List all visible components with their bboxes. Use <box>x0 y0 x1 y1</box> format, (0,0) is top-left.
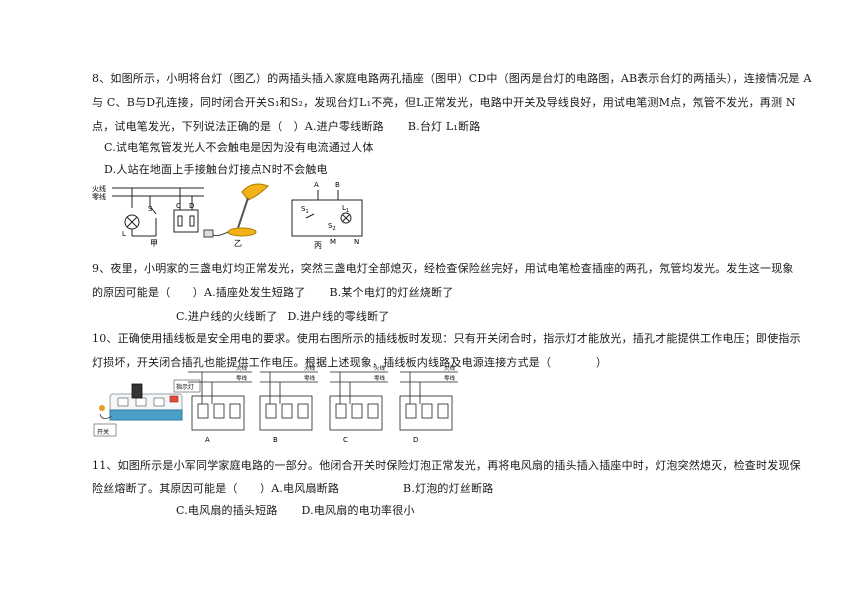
label-neutral-c: 零线 <box>374 374 386 382</box>
label-live: 火线 <box>92 184 106 193</box>
label-m: M <box>330 238 336 246</box>
label-n: N <box>354 238 359 246</box>
q10-stem-line2: 灯损坏，开关闭合插孔也能提供工作电压。根据上述现象，插线板内线路及电源连接方式是… <box>92 356 608 369</box>
label-l1: L1 <box>342 204 349 214</box>
label-live-a: 火线 <box>236 364 248 372</box>
label-switch-s: S <box>148 205 153 213</box>
label-d: D <box>189 202 194 210</box>
label-b: B <box>335 181 340 189</box>
q8-stem-line1: 8、如图所示，小明将台灯（图乙）的两插头插入家庭电路两孔插座（图甲）CD中（图丙… <box>92 72 812 85</box>
option-circuits <box>191 372 453 431</box>
label-neutral-b: 零线 <box>304 374 316 382</box>
q10-stem-line1: 10、正确使用插线板是安全用电的要求。使用右图所示的插线板时发现：只有开关闭合时… <box>92 332 801 345</box>
label-live-d: 火线 <box>444 364 456 372</box>
mains-lines <box>188 371 458 383</box>
q8-option-b: B.台灯 L₁断路 <box>407 120 481 133</box>
q11-option-c: C.电风扇的插头短路 <box>176 504 278 517</box>
label-a: A <box>314 181 319 189</box>
label-yi: 乙 <box>234 239 242 248</box>
q9-stem-line2: 的原因可能是（ ）A.插座处发生短路了 B.某个电灯的灯丝烧断了 <box>92 286 453 300</box>
q11-stem-line2: 险丝熔断了。其原因可能是（ ）A.电风扇断路 B.灯泡的灯丝断路 <box>92 482 493 496</box>
q11-option-a: 险丝熔断了。其原因可能是（ ）A.电风扇断路 <box>92 482 340 495</box>
label-live-b: 火线 <box>304 364 316 372</box>
label-indicator: 指示灯 <box>176 383 194 391</box>
q11-stem-line1: 11、如图所示是小军同学家庭电路的一部分。他闭合开关时保险灯泡正常发光，再将电风… <box>92 459 801 472</box>
q8-option-d: D.人站在地面上手接触台灯接点N时不会触电 <box>104 163 328 176</box>
option-label-c: C <box>343 436 348 444</box>
label-bing: 丙 <box>314 241 322 250</box>
q8-option-c: C.试电笔氖管发光人不会触电是因为没有电流通过人体 <box>104 141 374 154</box>
label-jia: 甲 <box>150 239 158 248</box>
figure-jia-circuit <box>112 187 204 237</box>
figure-bing-schematic <box>291 190 363 237</box>
q8-option-a: 点，试电笔发光，下列说法正确的是（ ）A.进户零线断路 <box>92 120 384 133</box>
q11-options-cd: C.电风扇的插头短路 D.电风扇的电功率很小 <box>176 504 415 518</box>
q8-stem-line2: 与 C、B与D孔连接，同时闭合开关S₁和S₂，发现台灯L₁不亮，但L正常发光，电… <box>92 96 796 109</box>
option-label-a: A <box>205 436 210 444</box>
label-s1: S1 <box>301 205 309 215</box>
q9-option-b: B.某个电灯的灯丝烧断了 <box>329 286 454 299</box>
option-label-d: D <box>413 436 418 444</box>
label-s2: S2 <box>328 222 336 232</box>
option-label-b: B <box>273 436 278 444</box>
label-l: L <box>122 230 126 238</box>
label-neutral-a: 零线 <box>236 374 248 382</box>
label-live-c: 火线 <box>374 364 386 372</box>
q8-stem-line3: 点，试电笔发光，下列说法正确的是（ ）A.进户零线断路 B.台灯 L₁断路 <box>92 120 480 134</box>
desk-lamp-image <box>203 183 269 238</box>
q9-option-a: 的原因可能是（ ）A.插座处发生短路了 <box>92 286 306 299</box>
power-strip-image <box>93 379 201 437</box>
label-neutral-d: 零线 <box>444 374 456 382</box>
q11-option-b: B.灯泡的灯丝断路 <box>403 482 494 495</box>
q9-option-d: D.进户线的零线断了 <box>287 310 390 323</box>
q9-option-c: C.进户线的火线断了 <box>176 310 278 323</box>
label-neutral: 零线 <box>92 192 106 201</box>
q8-figure: 火线 零线 S C D L 甲 乙 A B S1 L1 S2 M <box>92 181 363 250</box>
q9-options-cd: C.进户线的火线断了 D.进户线的零线断了 <box>176 310 389 324</box>
label-switch: 开关 <box>97 428 109 436</box>
q11-option-d: D.电风扇的电功率很小 <box>301 504 415 517</box>
label-c: C <box>176 202 181 210</box>
q9-stem-line1: 9、夜里，小明家的三盏电灯均正常发光，突然三盏电灯全部熄灭，经检查保险丝完好，用… <box>92 262 794 275</box>
q10-figure: 开关 指示灯 火线 零线 火线 零线 火线 零线 火线 零线 <box>93 364 458 444</box>
